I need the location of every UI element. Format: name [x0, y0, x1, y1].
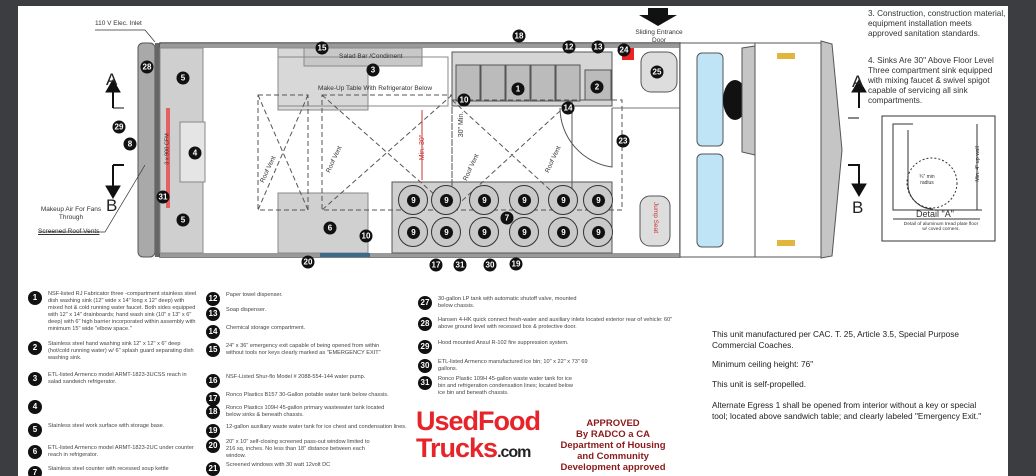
marker: 31 — [453, 258, 467, 272]
section-b-left: B — [106, 196, 118, 215]
marker: 4 — [188, 146, 202, 160]
burner-marker: 9 — [509, 185, 539, 215]
salad-bar-label: Salad Bar /Condiment — [339, 53, 403, 60]
note-4: 4. Sinks Are 30" Above Floor Level Three… — [868, 56, 994, 105]
marker: 6 — [323, 221, 337, 235]
min-30-label-b: 30" Min. — [458, 111, 466, 138]
makeup-table-label: Make-Up Table With Refrigerator Below — [318, 85, 433, 92]
marker: 19 — [509, 257, 523, 271]
screened-vents-label: Screened Roof Vents — [38, 228, 100, 235]
burner-marker: 9 — [548, 217, 578, 247]
min-30-label: Min. 30" — [419, 134, 427, 161]
marker: 23 — [616, 134, 630, 148]
detail-height: Min. 4" up wall — [974, 146, 981, 182]
burner-marker: 9 — [583, 185, 613, 215]
burner-marker: 9 — [548, 185, 578, 215]
section-b-right: B — [852, 198, 864, 217]
marker: 31 — [156, 190, 170, 204]
detail-caption: Detail of aluminum tread plate floor w/ … — [903, 222, 979, 232]
marker: 8 — [123, 137, 137, 151]
info-cac: This unit manufactured per CAC. T. 25, A… — [712, 329, 960, 350]
burner-marker: 9 — [431, 217, 461, 247]
section-a-left: A — [106, 70, 118, 89]
makeup-air-label: Makeup Air For Fans Through — [40, 206, 102, 221]
note-3: 3. Construction, construction material, … — [868, 9, 1006, 38]
marker: 14 — [561, 101, 575, 115]
section-a-right: A — [852, 72, 864, 91]
marker: 30 — [483, 258, 497, 272]
marker: 18 — [512, 29, 526, 43]
marker: 20 — [301, 255, 315, 269]
marker: 17 — [429, 258, 443, 272]
marker: 10 — [359, 229, 373, 243]
marker: 24 — [617, 43, 631, 57]
marker: 12 — [562, 40, 576, 54]
marker: 15 — [315, 41, 329, 55]
marker: 29 — [112, 120, 126, 134]
marker: 10 — [457, 93, 471, 107]
marker: 28 — [140, 60, 154, 74]
burner-marker: 9 — [509, 217, 539, 247]
marker: 3 — [366, 63, 380, 77]
burner-marker: 9 — [431, 185, 461, 215]
burner-marker: 9 — [469, 217, 499, 247]
info-self-propelled: This unit is self-propelled. — [712, 379, 807, 389]
marker: 5 — [176, 71, 190, 85]
burner-marker: 9 — [398, 217, 428, 247]
marker: 25 — [650, 65, 664, 79]
burner-marker: 9 — [583, 217, 613, 247]
jump-seat-label: Jump Seat — [652, 201, 660, 234]
elec-inlet-label: 110 V Elec. Inlet — [95, 20, 142, 27]
floor-plan-document: 110 V Elec. Inlet Salad Bar /Condiment M… — [18, 6, 1008, 476]
marker: 1 — [511, 82, 525, 96]
marker: 13 — [591, 40, 605, 54]
burner-marker: 9 — [469, 185, 499, 215]
burner-marker: 9 — [398, 185, 428, 215]
legend-item: 4 — [28, 400, 198, 414]
sliding-door-label: Sliding Entrance Door — [635, 29, 683, 44]
marker: 7 — [500, 211, 514, 225]
marker: 2 — [590, 80, 604, 94]
info-ceiling: Minimum ceiling height: 76" — [712, 359, 814, 369]
info-egress: Alternate Egress 1 shall be opened from … — [712, 400, 982, 421]
detail-title: Detail "A" — [916, 209, 954, 219]
detail-radius: ¾" min radius — [919, 174, 935, 186]
cfm-label: 3 x 900 CFM — [164, 133, 171, 165]
marker: 5 — [176, 213, 190, 227]
